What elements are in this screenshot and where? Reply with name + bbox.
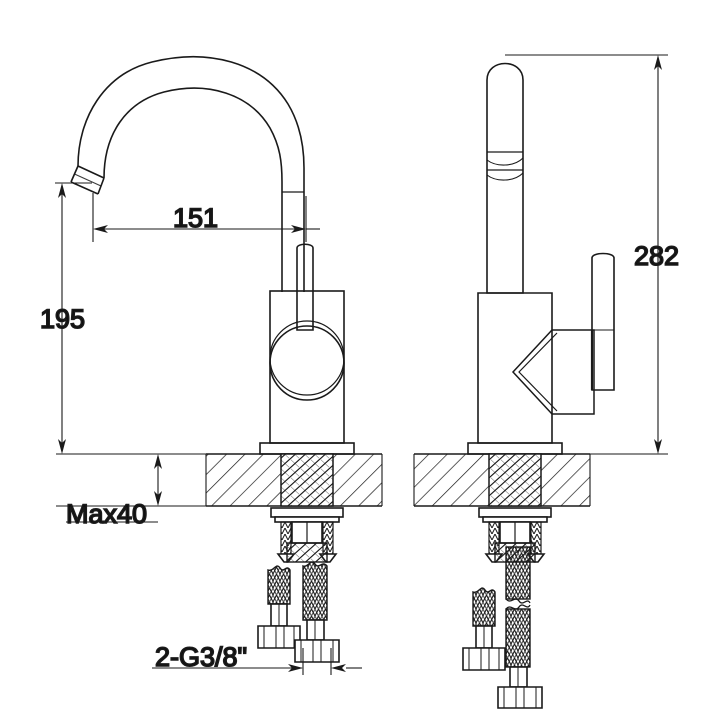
aerator-band-top: [77, 165, 105, 179]
dimension-g38: [152, 648, 362, 675]
base-flange-front: [259, 442, 355, 455]
base-flange-side: [467, 442, 563, 455]
spout-riser: [281, 191, 305, 292]
dimension-g38-label: 2-G3/8": [155, 642, 247, 672]
front-view-group: [56, 55, 383, 663]
supply-hose-short-side: [462, 587, 506, 671]
handle-lever-front: [296, 243, 314, 331]
handle-base-ring-inner: [269, 320, 345, 396]
threaded-shank-side: [488, 453, 542, 507]
threaded-shank-front: [280, 453, 334, 507]
dimension-151: [92, 193, 320, 242]
dimension-282-label: 282: [634, 241, 679, 271]
supply-hose-left-front: [257, 565, 301, 649]
spout-column-side: [486, 62, 524, 294]
faucet-body-side: [477, 292, 553, 444]
dimension-195: [55, 182, 92, 454]
supply-hose-long-side: [497, 546, 543, 709]
dimension-282: [505, 54, 668, 454]
dimension-195-label: 195: [40, 304, 85, 334]
dimension-max40-label: Max40: [66, 499, 147, 529]
handle-lever-side: [590, 252, 615, 391]
dimension-151-label: 151: [173, 203, 218, 233]
handle-neck-wedge-side: [511, 329, 595, 415]
dimension-max40: [56, 454, 206, 523]
side-view-group: [413, 62, 668, 709]
aerator-tip-edge: [70, 181, 99, 195]
mounting-hardware-front: [270, 507, 344, 563]
faucet-body-front: [269, 290, 345, 444]
supply-hose-right-front: [294, 561, 340, 663]
handle-base-ring-outer: [269, 325, 345, 401]
spout-gooseneck: [70, 55, 305, 195]
